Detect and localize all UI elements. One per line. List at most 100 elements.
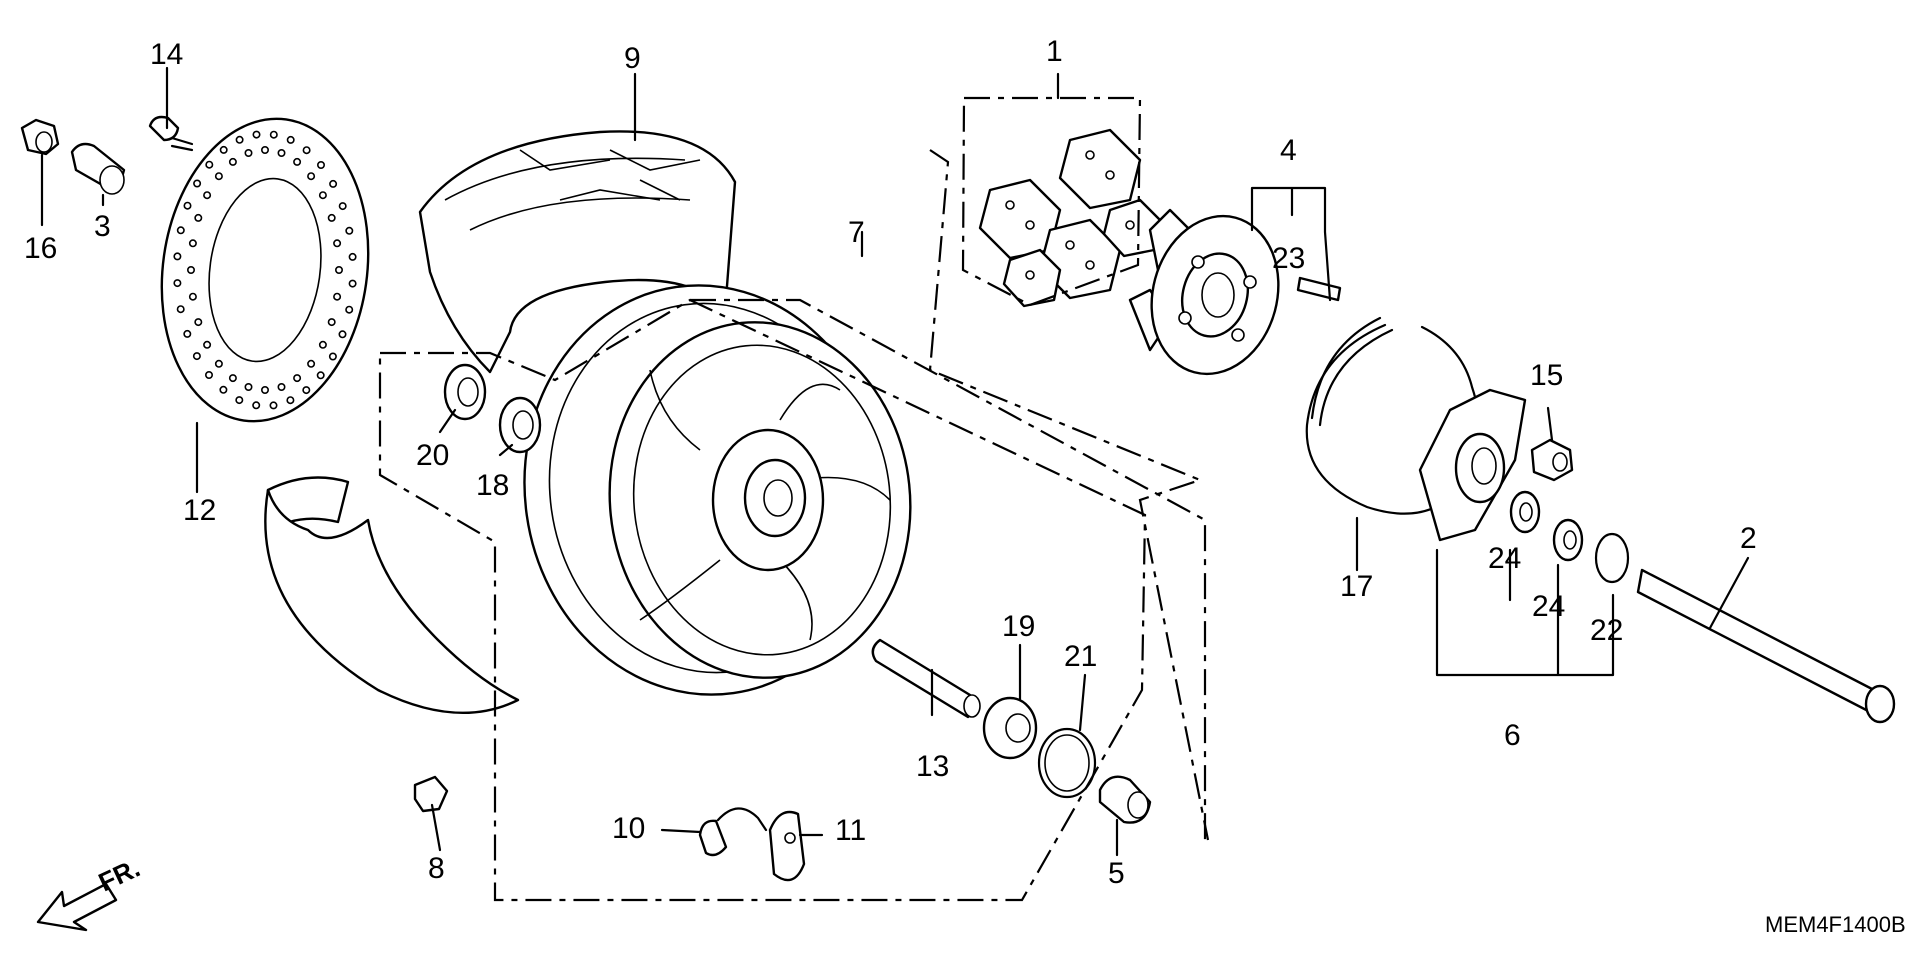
- callout-1[interactable]: 1: [1046, 35, 1063, 68]
- callout-3[interactable]: 3: [94, 210, 111, 243]
- callout-21[interactable]: 21: [1064, 640, 1097, 673]
- disc-drill-hole: [293, 157, 302, 166]
- rubber-dot: [1065, 240, 1075, 250]
- bearing-24[interactable]: [1509, 490, 1541, 534]
- leader-lines: [40, 66, 1750, 857]
- rubber-dot: [1105, 170, 1115, 180]
- disc-drill-hole: [260, 146, 269, 155]
- seal-24[interactable]: [1552, 518, 1584, 562]
- disc-drill-hole: [260, 385, 269, 394]
- bolt-14[interactable]: [148, 115, 194, 152]
- callout-24[interactable]: 24: [1488, 542, 1521, 575]
- circlip-17[interactable]: [1305, 316, 1482, 515]
- disc-drill-hole: [188, 239, 197, 248]
- stud-23[interactable]: [1296, 276, 1342, 302]
- disc-drill-hole: [286, 135, 295, 144]
- disc-drill-hole: [302, 146, 311, 155]
- disc-drill-hole: [176, 226, 185, 235]
- disc-drill-hole: [183, 329, 192, 338]
- disc-drill-hole: [219, 145, 228, 154]
- disc-drill-hole: [203, 340, 212, 349]
- callout-8[interactable]: 8: [428, 852, 445, 885]
- callout-2[interactable]: 2: [1740, 522, 1757, 555]
- disc-drill-hole: [194, 213, 203, 222]
- rubber-dot: [1025, 270, 1035, 280]
- callout-6[interactable]: 6: [1504, 719, 1521, 752]
- axle-2[interactable]: [1636, 568, 1896, 724]
- disc-drill-hole: [194, 318, 203, 327]
- callout-4[interactable]: 4: [1280, 134, 1297, 167]
- callout-11[interactable]: 11: [835, 814, 866, 847]
- nut-16[interactable]: [20, 118, 60, 156]
- callout-23[interactable]: 23: [1272, 242, 1305, 275]
- disc-drill-hole: [348, 252, 357, 261]
- rubber-dot: [1025, 220, 1035, 230]
- tire[interactable]: [264, 130, 737, 714]
- bearing-19[interactable]: [982, 696, 1038, 760]
- damper-rubbers[interactable]: [978, 128, 1162, 308]
- disc-drill-hole: [316, 371, 325, 380]
- disc-drill-hole: [318, 191, 327, 200]
- callout-15[interactable]: 15: [1530, 359, 1563, 392]
- callout-24[interactable]: 24: [1532, 590, 1565, 623]
- collar-3[interactable]: [70, 142, 126, 195]
- disc-drill-hole: [307, 172, 316, 181]
- callout-18[interactable]: 18: [476, 469, 509, 502]
- disc-drill-hole: [327, 318, 336, 327]
- bearing-18[interactable]: [498, 396, 542, 454]
- disc-drill-hole: [345, 305, 354, 314]
- side-collar-5[interactable]: [1098, 775, 1152, 824]
- disc-drill-hole: [277, 149, 286, 158]
- bearing-20[interactable]: [443, 363, 487, 421]
- disc-drill-hole: [244, 149, 253, 158]
- wheel-rim[interactable]: [498, 262, 928, 718]
- disc-drill-hole: [333, 239, 342, 248]
- disc-drill-hole: [219, 385, 228, 394]
- disc-drill-hole: [307, 359, 316, 368]
- disc-drill-hole: [338, 202, 347, 211]
- balance-weight-11[interactable]: [768, 810, 806, 882]
- callout-13[interactable]: 13: [916, 750, 949, 783]
- disc-drill-hole: [173, 279, 182, 288]
- callout-14[interactable]: 14: [150, 38, 183, 71]
- brake-disc[interactable]: [143, 105, 387, 434]
- callout-20[interactable]: 20: [416, 439, 449, 472]
- disc-drill-hole: [328, 352, 337, 361]
- callout-9[interactable]: 9: [624, 42, 641, 75]
- callout-5[interactable]: 5: [1108, 857, 1125, 890]
- disc-drill-hole: [214, 172, 223, 181]
- disc-drill-hole: [345, 226, 354, 235]
- front-direction-indicator: FR.: [36, 853, 145, 932]
- o-ring-22[interactable]: [1594, 532, 1630, 584]
- disc-drill-hole: [235, 135, 244, 144]
- disc-drill-hole: [188, 292, 197, 301]
- callout-12[interactable]: 12: [183, 494, 216, 527]
- callout-7[interactable]: 7: [848, 216, 865, 249]
- disc-drill-hole: [228, 157, 237, 166]
- disc-drill-hole: [173, 252, 182, 261]
- rubber-dot: [1125, 220, 1135, 230]
- disc-drill-hole: [277, 382, 286, 391]
- distance-collar-13[interactable]: [871, 638, 981, 719]
- disc-drill-hole: [348, 279, 357, 288]
- nut-15[interactable]: [1530, 438, 1574, 482]
- callout-labels: 1 2 3 4 5 6 7 8 9 10 11 12 13 14 15 16 1…: [24, 35, 1757, 890]
- o-ring-21[interactable]: [1037, 727, 1097, 799]
- callout-17[interactable]: 17: [1340, 570, 1373, 603]
- callout-16[interactable]: 16: [24, 232, 57, 265]
- air-valve-10[interactable]: [698, 807, 768, 857]
- disc-drill-hole: [187, 265, 196, 274]
- disc-drill-hole: [338, 330, 347, 339]
- disc-drill-hole: [286, 396, 295, 405]
- disc-drill-hole: [252, 130, 261, 139]
- final-driven-flange[interactable]: [1418, 388, 1527, 542]
- disc-drill-hole: [252, 401, 261, 410]
- callout-22[interactable]: 22: [1590, 614, 1623, 647]
- clip-8[interactable]: [413, 775, 449, 813]
- callout-19[interactable]: 19: [1002, 610, 1035, 643]
- group-outlines: [378, 96, 1210, 902]
- disc-drill-hole: [183, 201, 192, 210]
- callout-10[interactable]: 10: [612, 812, 645, 845]
- driven-flange[interactable]: [1128, 202, 1296, 389]
